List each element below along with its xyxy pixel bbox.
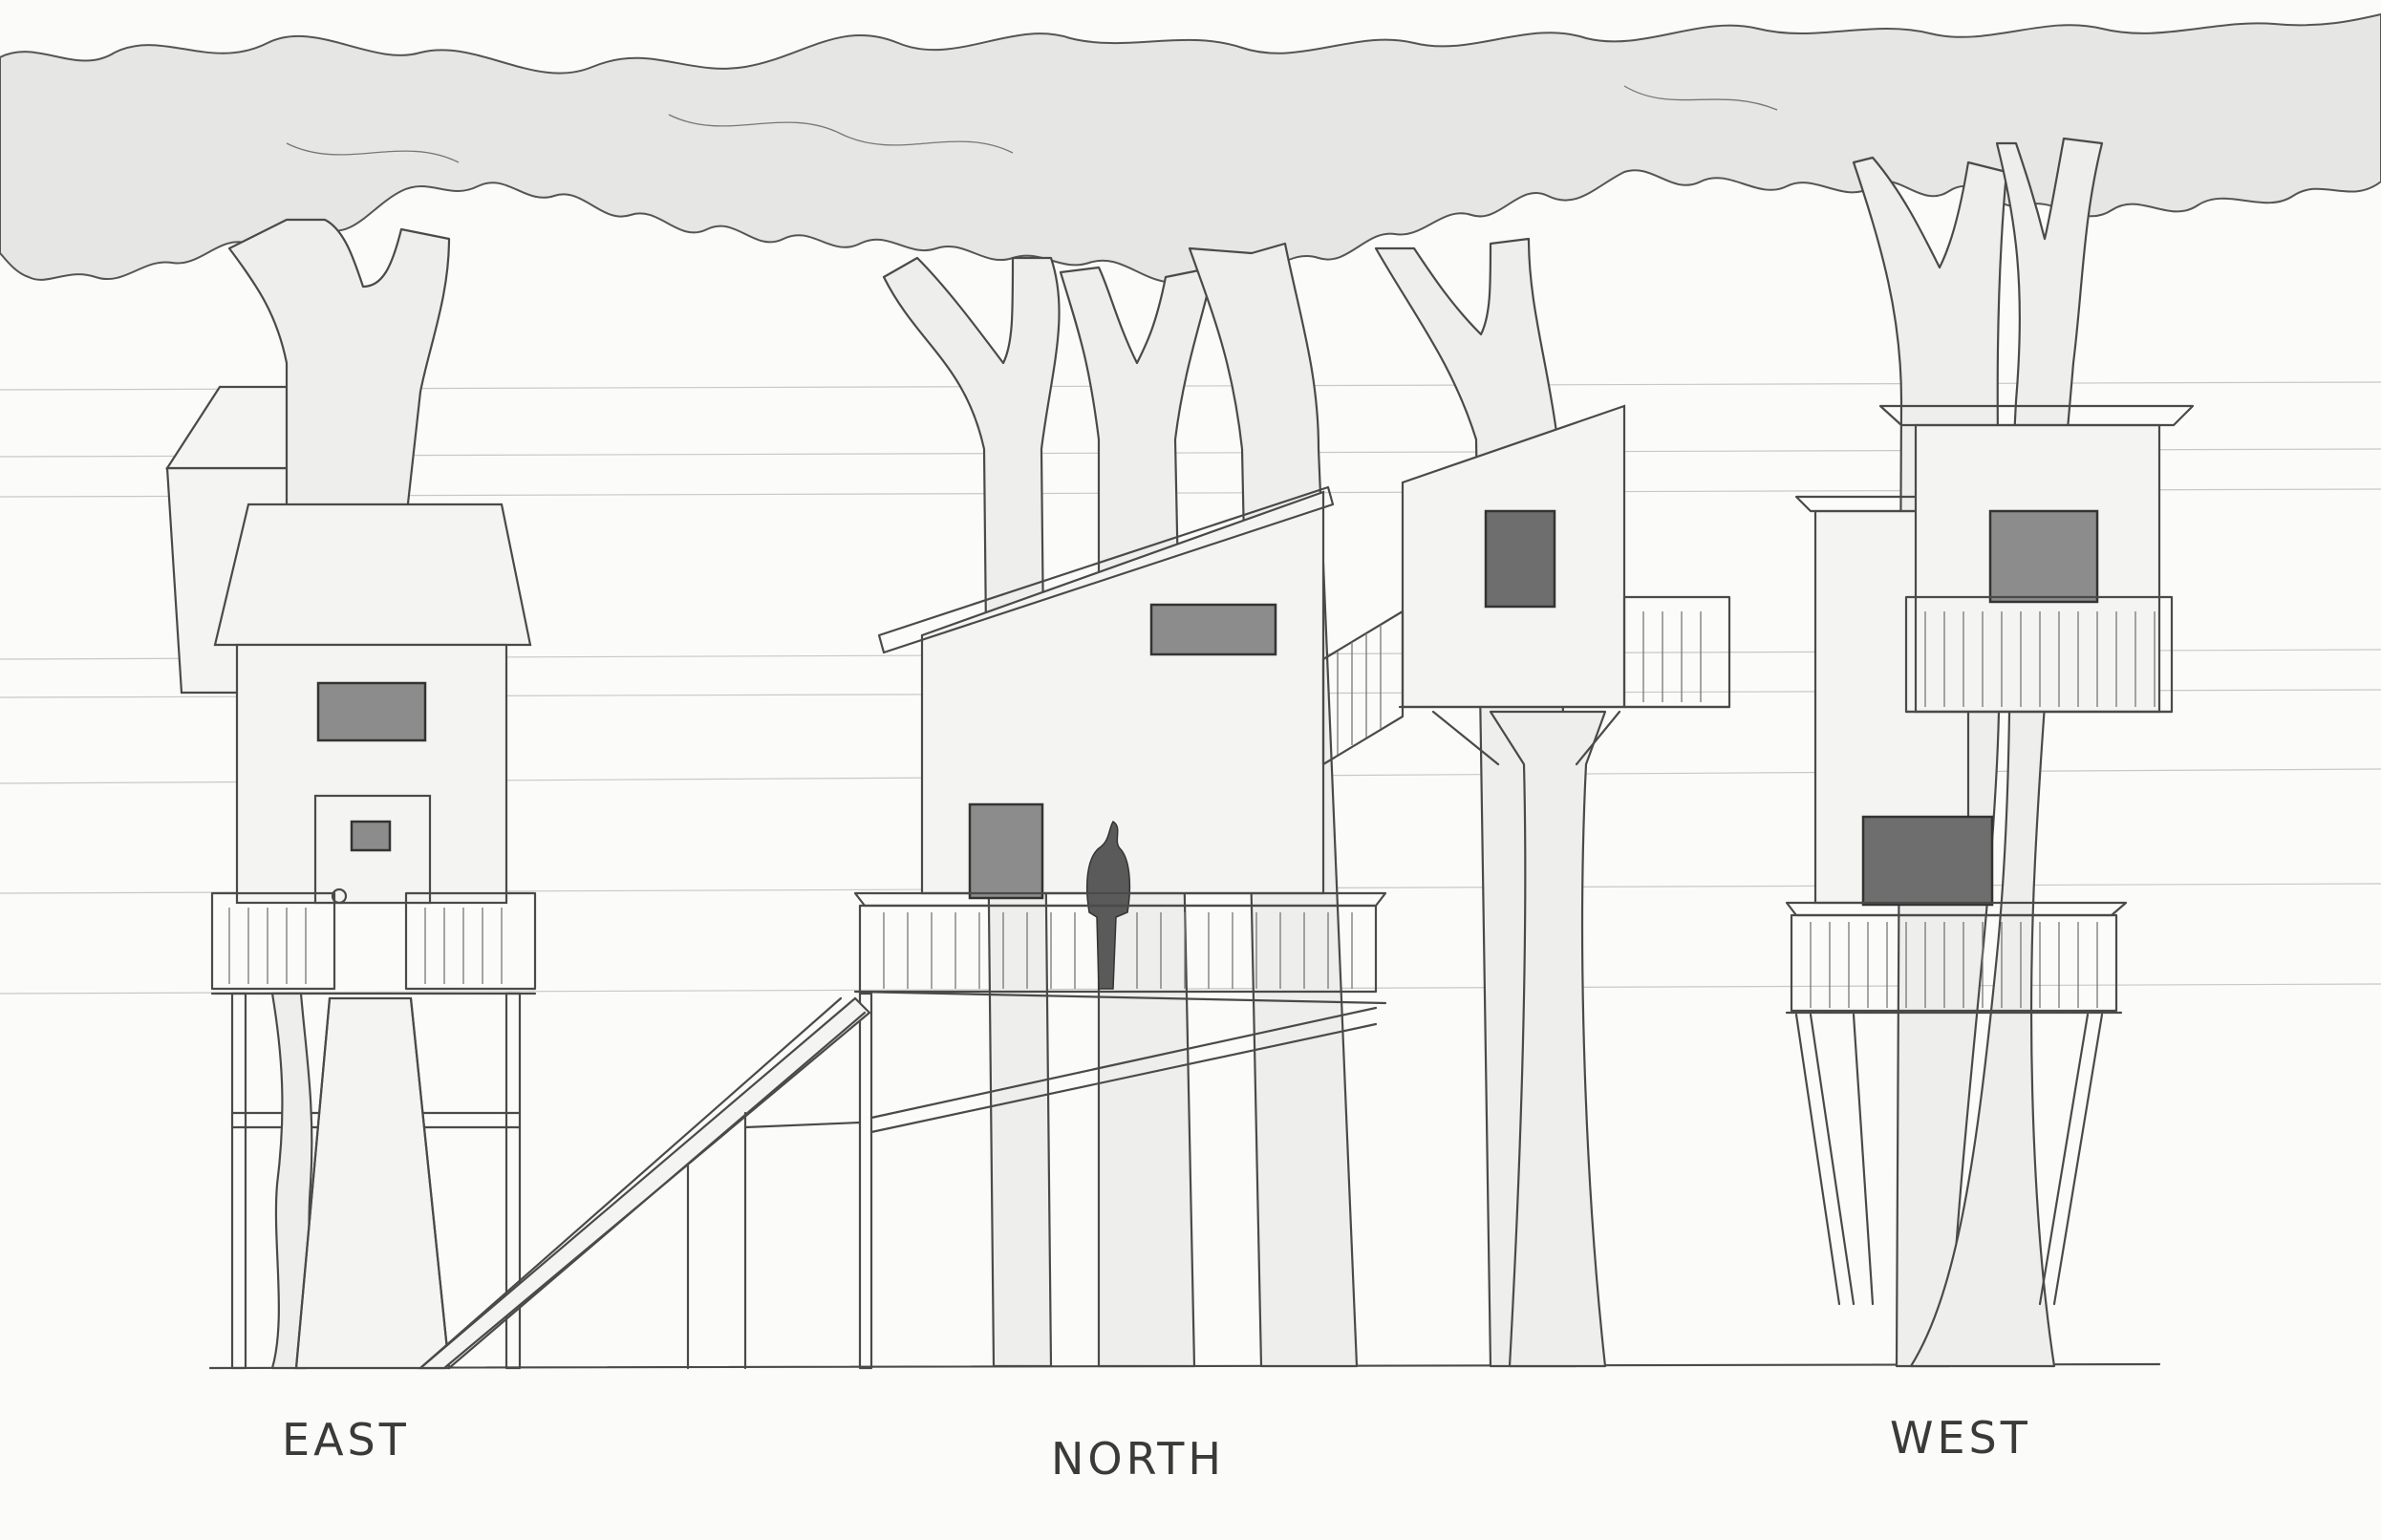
north-elevation-label: NORTH: [1051, 1433, 1225, 1485]
east-treehouse: [164, 218, 537, 1370]
west-treehouse: [1785, 137, 2195, 1368]
west-elevation-label: WEST: [1890, 1412, 2031, 1464]
north-treehouse: [418, 237, 1731, 1370]
tree-canopy: [0, 13, 2381, 284]
east-elevation-label: EAST: [282, 1414, 410, 1465]
